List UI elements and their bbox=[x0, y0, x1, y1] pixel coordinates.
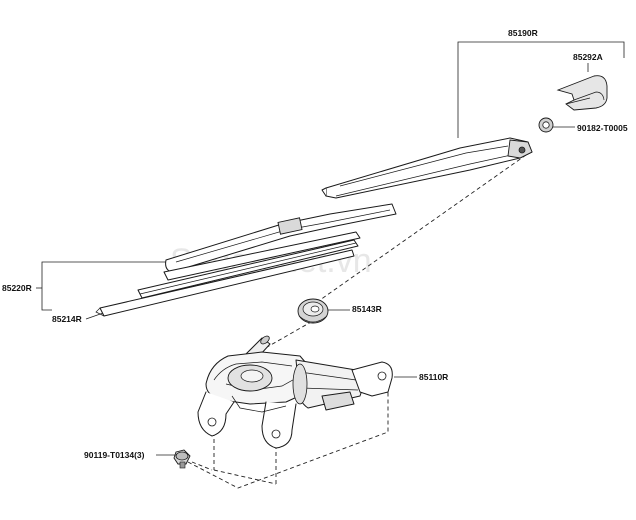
arm-cap bbox=[556, 75, 608, 111]
label-85220R: 85220R bbox=[2, 283, 32, 293]
grommet bbox=[297, 298, 329, 324]
wiper-motor bbox=[197, 335, 393, 449]
label-85143R: 85143R bbox=[352, 304, 382, 314]
wiper-blade-rubber bbox=[95, 231, 361, 317]
assembly-dash-lines bbox=[187, 154, 527, 489]
leader-lines bbox=[36, 41, 625, 456]
label-85214R: 85214R bbox=[52, 314, 82, 324]
label-85292A: 85292A bbox=[573, 52, 603, 62]
label-90119-T0134: 90119-T0134(3) bbox=[84, 450, 145, 460]
label-85110R: 85110R bbox=[419, 372, 448, 382]
wiper-arm bbox=[321, 137, 533, 199]
label-90182-T0005: 90182-T0005 bbox=[577, 123, 628, 133]
arm-nut bbox=[538, 117, 554, 133]
mounting-bolt bbox=[173, 449, 191, 469]
label-85190R: 85190R bbox=[508, 28, 538, 38]
